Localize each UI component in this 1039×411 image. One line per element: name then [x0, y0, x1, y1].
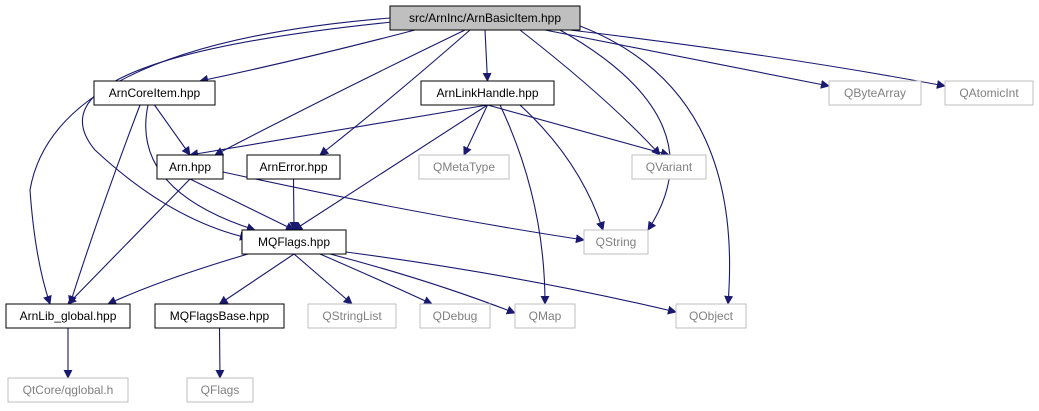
- node-label-arncoreitem: ArnCoreItem.hpp: [109, 86, 201, 100]
- edge-root-to-qobject: [579, 25, 734, 305]
- node-arnlibglobal[interactable]: ArnLib_global.hpp: [5, 303, 131, 329]
- node-label-mqflagsbase: MQFlagsBase.hpp: [170, 309, 270, 323]
- node-box-qbytearray: [828, 80, 922, 106]
- node-label-arnlinkhandle: ArnLinkHandle.hpp: [436, 86, 538, 100]
- node-box-root: [389, 5, 581, 31]
- node-qbytearray: QByteArray: [828, 80, 922, 106]
- node-label-qdebug: QDebug: [433, 309, 478, 323]
- node-root[interactable]: src/ArnInc/ArnBasicItem.hpp: [389, 5, 581, 31]
- node-qflags: QFlags: [186, 377, 254, 403]
- node-label-arnerror: ArnError.hpp: [259, 160, 327, 174]
- node-label-arn: Arn.hpp: [169, 160, 211, 174]
- edge-root-to-arnerror: [319, 29, 471, 156]
- node-label-qstring: QString: [596, 235, 637, 249]
- node-label-qglobal: QtCore/qglobal.h: [23, 383, 114, 397]
- node-qvariant: QVariant: [631, 154, 707, 180]
- node-box-mqflags: [241, 229, 347, 255]
- edge-root-to-qatomicint: [569, 29, 946, 89]
- node-arncoreitem[interactable]: ArnCoreItem.hpp: [93, 80, 216, 106]
- node-label-qobject: QObject: [689, 309, 734, 323]
- node-label-qvariant: QVariant: [646, 160, 693, 174]
- node-box-arnerror: [246, 154, 341, 180]
- edge-mqflags-to-mqflagsbase: [218, 253, 295, 305]
- node-label-qstringlist: QStringList: [322, 309, 382, 323]
- node-mqflagsbase[interactable]: MQFlagsBase.hpp: [154, 303, 285, 329]
- edge-arn-to-mqflags: [189, 178, 295, 231]
- node-box-qglobal: [7, 377, 129, 403]
- edge-mqflags-to-qdebug: [319, 253, 433, 305]
- node-arn[interactable]: Arn.hpp: [156, 154, 224, 180]
- node-arnlinkhandle[interactable]: ArnLinkHandle.hpp: [420, 80, 555, 106]
- edge-mqflags-to-qobject: [345, 251, 677, 315]
- edge-arnlinkhandle-to-qmap: [499, 104, 550, 305]
- edge-mqflags-to-qstringlist: [293, 253, 353, 305]
- node-box-arnlibglobal: [5, 303, 131, 329]
- edge-arnlinkhandle-to-qvariant: [487, 104, 670, 158]
- node-arnerror[interactable]: ArnError.hpp: [246, 154, 341, 180]
- edge-arnlinkhandle-to-qmetatype: [463, 104, 488, 156]
- node-qglobal: QtCore/qglobal.h: [7, 377, 129, 403]
- edge-arn-to-arnlibglobal: [67, 178, 191, 305]
- node-qatomicint: QAtomicInt: [944, 80, 1034, 106]
- edge-arncoreitem-to-arnlibglobal: [68, 104, 141, 305]
- node-label-qmetatype: QMetaType: [433, 160, 495, 174]
- node-mqflags[interactable]: MQFlags.hpp: [241, 229, 347, 255]
- node-label-arnlibglobal: ArnLib_global.hpp: [20, 309, 117, 323]
- edge-root-to-qstring: [559, 29, 671, 231]
- edge-arnlinkhandle-to-mqflags: [293, 104, 488, 231]
- node-qmetatype: QMetaType: [418, 154, 510, 180]
- node-box-qflags: [186, 377, 254, 403]
- edge-mqflags-to-arnlibglobal: [107, 253, 249, 305]
- node-box-qmetatype: [418, 154, 510, 180]
- node-box-qmap: [514, 303, 576, 329]
- node-box-arncoreitem: [93, 80, 216, 106]
- edge-root-to-arncoreitem: [199, 29, 416, 84]
- node-label-qbytearray: QByteArray: [844, 86, 906, 100]
- edge-arncoreitem-to-arn: [154, 104, 191, 156]
- node-qobject: QObject: [675, 303, 747, 329]
- node-box-qobject: [675, 303, 747, 329]
- edge-root-to-arnlibglobal: [29, 17, 391, 305]
- node-box-qstringlist: [307, 303, 397, 329]
- node-box-qvariant: [631, 154, 707, 180]
- node-box-mqflagsbase: [154, 303, 285, 329]
- node-label-root: src/ArnInc/ArnBasicItem.hpp: [409, 11, 561, 25]
- node-label-qflags: QFlags: [201, 383, 240, 397]
- edge-arnerror-to-mqflags: [289, 178, 299, 231]
- node-label-mqflags: MQFlags.hpp: [258, 235, 330, 249]
- edge-root-to-arn: [214, 29, 466, 156]
- node-qstring: QString: [583, 229, 649, 255]
- node-box-qstring: [583, 229, 649, 255]
- node-box-qdebug: [419, 303, 491, 329]
- edge-arn-to-qstring: [222, 171, 585, 244]
- node-label-qmap: QMap: [529, 309, 562, 323]
- node-box-arnlinkhandle: [420, 80, 555, 106]
- node-box-arn: [156, 154, 224, 180]
- edge-mqflags-to-qmap: [329, 253, 516, 315]
- edge-root-to-qvariant: [519, 29, 661, 156]
- edge-root-to-arnlinkhandle: [482, 29, 492, 82]
- node-box-qatomicint: [944, 80, 1034, 106]
- node-qmap: QMap: [514, 303, 576, 329]
- node-layer: src/ArnInc/ArnBasicItem.hppArnCoreItem.h…: [5, 5, 1034, 403]
- edge-root-to-mqflags: [82, 21, 393, 241]
- edge-arnlinkhandle-to-qstring: [519, 104, 605, 231]
- node-qstringlist: QStringList: [307, 303, 397, 329]
- edge-arnlinkhandle-to-arn: [189, 104, 488, 159]
- edge-root-to-qbytearray: [544, 29, 830, 89]
- node-qdebug: QDebug: [419, 303, 491, 329]
- node-label-qatomicint: QAtomicInt: [959, 86, 1019, 100]
- edge-mqflagsbase-to-qflags: [215, 327, 225, 379]
